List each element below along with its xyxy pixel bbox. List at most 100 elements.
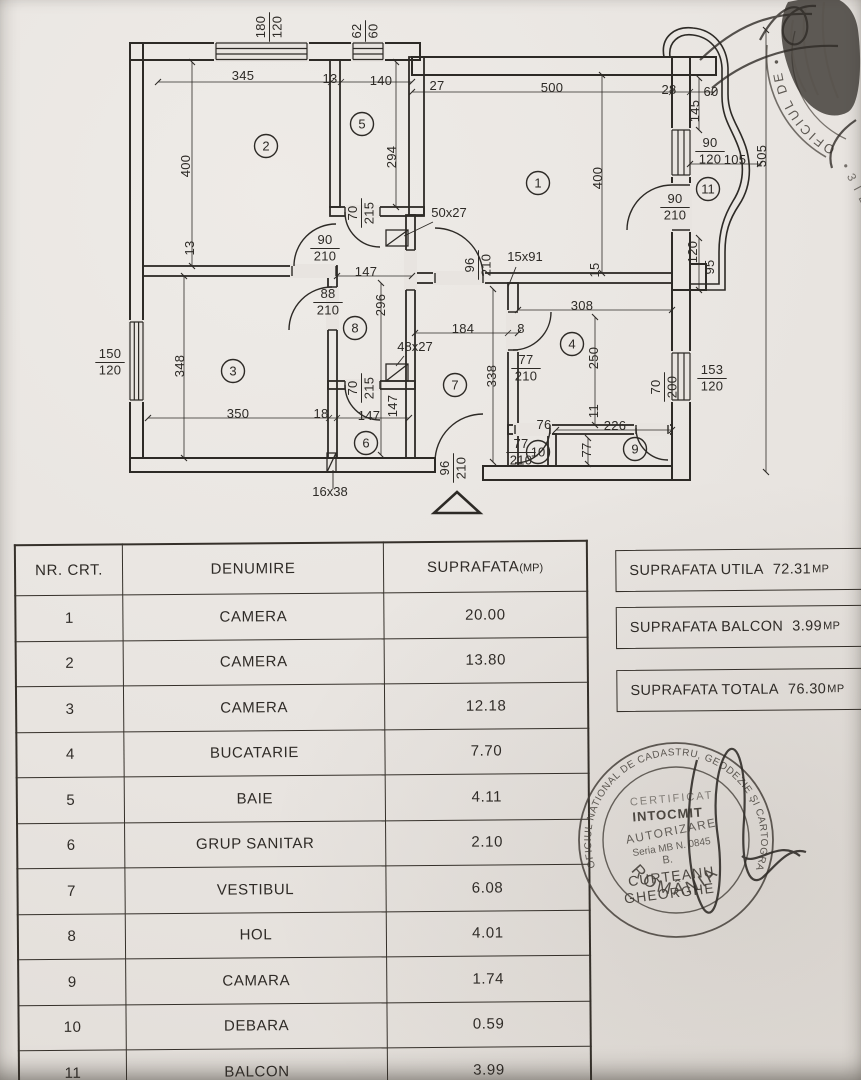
dim-label: 60 xyxy=(703,84,718,99)
svg-text:120: 120 xyxy=(699,152,722,167)
svg-text:200: 200 xyxy=(665,376,680,399)
summary-balcon: SUPRAFATA BALCON 3.99 MP xyxy=(615,604,861,650)
svg-text:90: 90 xyxy=(702,135,717,150)
svg-text:210: 210 xyxy=(664,208,687,223)
svg-text:210: 210 xyxy=(317,303,340,318)
windows xyxy=(129,42,691,401)
annotation-label: 50x27 xyxy=(431,205,466,220)
room-number-4: 4 xyxy=(559,331,585,357)
room-number-2: 2 xyxy=(253,133,279,159)
row-name: GRUP SANITAR xyxy=(124,820,386,868)
dim-label: 338 xyxy=(484,365,499,388)
corner-stamp: OFICIUL DE • • 3 I E xyxy=(699,0,861,208)
header-suprafata: SUPRAFATA(MP) xyxy=(383,540,588,593)
dim-label: 18 xyxy=(313,406,328,421)
dim-label: 184 xyxy=(452,321,475,336)
dim-label: 348 xyxy=(172,355,187,378)
row-area: 2.10 xyxy=(385,818,590,866)
room-number-11: 11 xyxy=(695,176,721,202)
svg-text:90: 90 xyxy=(667,191,682,206)
annotation-label: 16x38 xyxy=(312,484,347,499)
dim-label: 8 xyxy=(517,321,525,336)
stamp-line-intocmit: INTOCMIT xyxy=(632,805,703,825)
svg-text:96: 96 xyxy=(437,460,452,475)
svg-text:120: 120 xyxy=(701,379,724,394)
room-number-7: 7 xyxy=(442,372,468,398)
svg-text:10: 10 xyxy=(531,445,545,460)
room-number-8: 8 xyxy=(342,315,368,341)
svg-text:120: 120 xyxy=(99,363,122,378)
summary-totala-value: 76.30 xyxy=(787,681,827,698)
dim-label: 226 xyxy=(604,418,627,433)
svg-text:215: 215 xyxy=(362,202,377,225)
official-round-stamp: OFICIUL NATIONAL DE CADASTRU, GEODEZIE Ş… xyxy=(560,718,807,938)
stamp-signature xyxy=(687,747,807,914)
row-name: CAMERA xyxy=(123,638,385,686)
row-nr: 6 xyxy=(17,822,125,869)
svg-text:60: 60 xyxy=(366,23,381,38)
summary-utila-unit: MP xyxy=(812,563,830,576)
summary-totala: SUPRAFATA TOTALA 76.30 MP xyxy=(616,667,861,713)
svg-text:3: 3 xyxy=(229,364,236,379)
dim-label: 345 xyxy=(232,68,255,83)
row-area: 0.59 xyxy=(386,1000,591,1048)
room-number-1: 1 xyxy=(525,170,551,196)
svg-text:4: 4 xyxy=(568,337,575,352)
dim-label: 308 xyxy=(571,298,594,313)
dim-label: 147 xyxy=(385,395,400,418)
annotation-label: 48x27 xyxy=(397,339,432,354)
stamp-center-text: CERTIFICAT INTOCMIT AUTORIZARE Seria MB … xyxy=(623,789,718,906)
walls xyxy=(129,42,717,481)
svg-text:70: 70 xyxy=(345,205,360,220)
summary-balcon-value: 3.99 xyxy=(792,618,823,635)
shafts xyxy=(326,229,409,473)
row-nr: 8 xyxy=(17,913,126,960)
summary-balcon-label: SUPRAFATA BALCON xyxy=(629,618,784,636)
svg-text:96: 96 xyxy=(462,257,477,272)
row-nr: 7 xyxy=(17,867,126,915)
row-area: 20.00 xyxy=(383,591,588,639)
row-name: BAIE xyxy=(124,774,386,823)
corner-stamp-ink-blob xyxy=(781,0,861,116)
row-name: VESTIBUL xyxy=(124,865,387,914)
svg-text:120: 120 xyxy=(270,16,285,39)
svg-text:210: 210 xyxy=(314,249,337,264)
row-nr: 5 xyxy=(16,776,125,824)
dim-label: 296 xyxy=(373,294,388,317)
svg-text:215: 215 xyxy=(362,377,377,400)
header-nr-crt: NR. CRT. xyxy=(14,544,123,596)
room-number-6: 6 xyxy=(353,430,379,456)
row-nr: 10 xyxy=(18,1004,127,1051)
row-nr: 1 xyxy=(15,594,124,642)
dim-label: 140 xyxy=(370,73,393,88)
dim-label: 400 xyxy=(590,167,605,190)
row-area: 4.11 xyxy=(385,773,590,821)
svg-text:1: 1 xyxy=(534,176,541,191)
svg-text:210: 210 xyxy=(515,369,538,384)
wall-openings xyxy=(128,41,692,436)
row-name: BALCON xyxy=(126,1047,388,1080)
header-denumire: DENUMIRE xyxy=(122,542,384,595)
dim-label: 13 xyxy=(182,240,197,255)
svg-text:7: 7 xyxy=(451,378,458,393)
svg-text:210: 210 xyxy=(510,453,533,468)
dim-label: 250 xyxy=(586,347,601,370)
svg-text:70: 70 xyxy=(648,379,663,394)
